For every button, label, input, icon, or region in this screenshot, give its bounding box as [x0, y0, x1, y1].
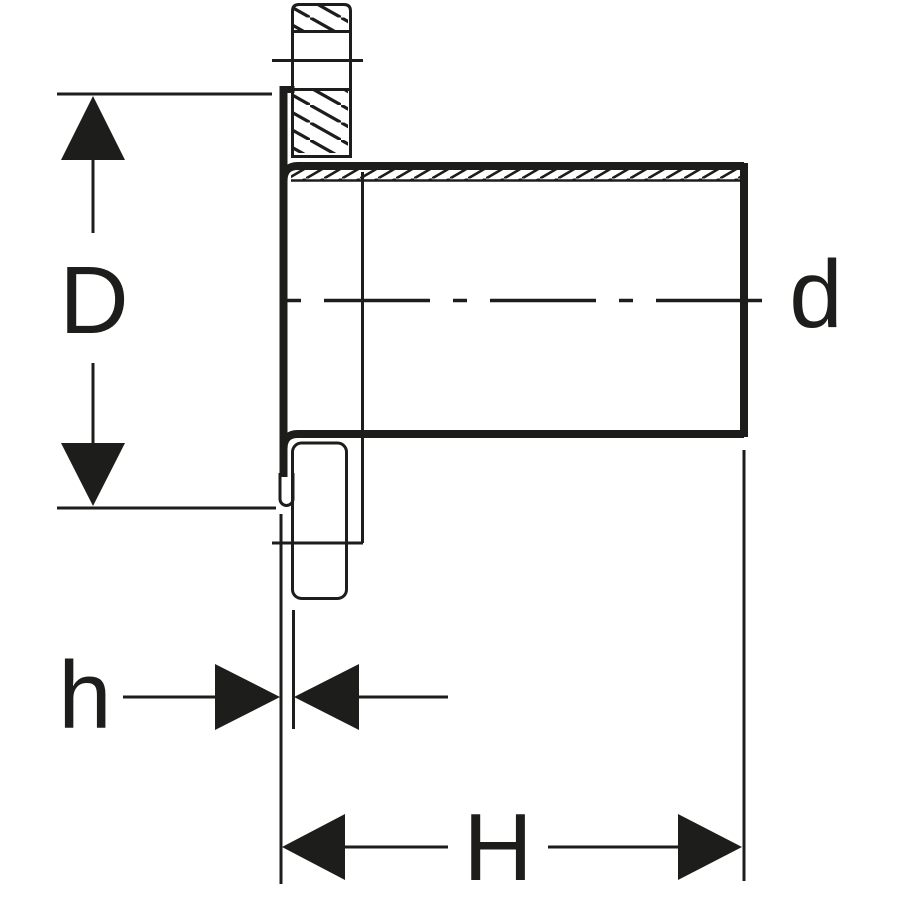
dim-H-label: H: [463, 794, 532, 900]
dimension-h: [123, 514, 448, 884]
backing-flange-section-outline: [291, 3, 352, 158]
dim-d-label: d: [789, 241, 842, 348]
dim-D-arrow-up: [61, 96, 125, 160]
dim-h-arrow-right: [215, 664, 280, 730]
dim-H-arrow-right: [678, 814, 742, 880]
pipe-top-outline: [279, 162, 744, 182]
backing-flange-section: [272, 3, 363, 158]
dim-H-arrow-left: [282, 814, 345, 880]
backing-flange-hatch-upper: [294, 6, 348, 30]
pipe-wall-hatch: [291, 170, 740, 181]
dimension-labels: D d h H: [58, 241, 842, 900]
dimension-D: [57, 92, 276, 510]
dim-D-label: D: [59, 247, 128, 354]
backing-flange-front: [272, 441, 363, 600]
dim-h-arrow-left: [294, 664, 359, 730]
dim-D-arrow-down: [61, 443, 125, 506]
backing-flange-front-outline: [291, 441, 348, 600]
dim-h-label: h: [58, 642, 111, 749]
dimension-H: [282, 450, 746, 881]
backing-flange-hatch-lower: [294, 91, 348, 153]
stub-collar-and-pipe: [278, 86, 748, 543]
pipe-bottom-outline: [279, 430, 744, 450]
